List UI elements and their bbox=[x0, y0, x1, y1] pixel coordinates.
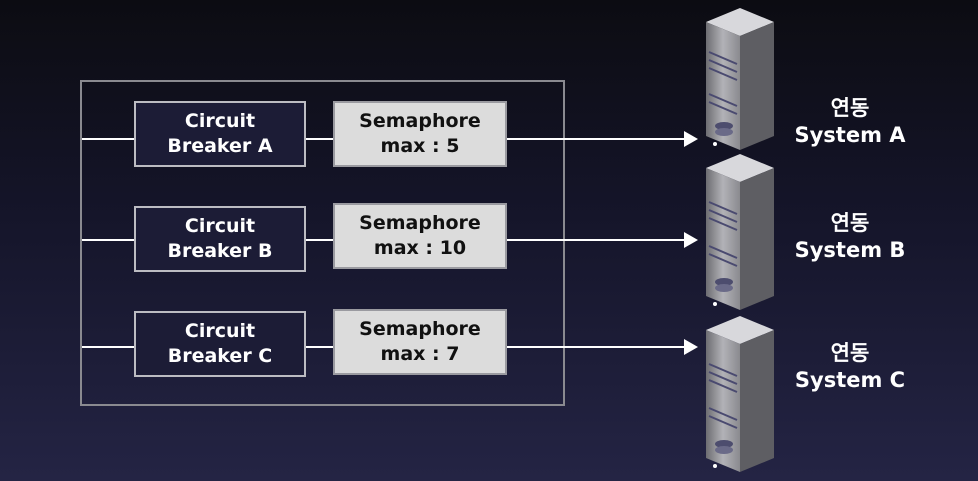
circuit-breaker-a-line1: Circuit bbox=[184, 110, 256, 132]
arrowhead-a bbox=[684, 131, 698, 147]
circuit-breaker-b: Circuit Breaker B bbox=[134, 206, 306, 272]
input-line-a bbox=[82, 138, 135, 140]
semaphore-a-line1: Semaphore bbox=[359, 110, 481, 132]
system-label-a-line2: System A bbox=[794, 123, 906, 147]
input-line-c bbox=[82, 346, 135, 348]
semaphore-c-line2: max : 7 bbox=[380, 343, 460, 365]
system-label-b-line1: 연동 bbox=[830, 211, 870, 235]
semaphore-b-line2: max : 10 bbox=[373, 237, 467, 259]
circuit-breaker-a: Circuit Breaker A bbox=[134, 101, 306, 167]
circuit-breaker-b-line2: Breaker B bbox=[167, 240, 273, 262]
system-label-c: 연동 System C bbox=[775, 340, 925, 394]
cb-to-semaphore-line-b bbox=[306, 239, 334, 241]
connector-line-c bbox=[507, 346, 685, 348]
semaphore-a-line2: max : 5 bbox=[380, 135, 460, 157]
connector-line-a bbox=[507, 138, 685, 140]
server-tower-icon-b bbox=[706, 154, 774, 310]
connector-line-b bbox=[507, 239, 685, 241]
system-boundary-frame bbox=[80, 80, 565, 406]
system-label-c-line1: 연동 bbox=[830, 341, 870, 365]
input-line-b bbox=[82, 239, 135, 241]
circuit-breaker-b-line1: Circuit bbox=[184, 215, 256, 237]
cb-to-semaphore-line-a bbox=[306, 138, 334, 140]
server-tower-icon-c bbox=[706, 316, 774, 472]
arrowhead-b bbox=[684, 232, 698, 248]
system-label-a: 연동 System A bbox=[775, 95, 925, 149]
cb-to-semaphore-line-c bbox=[306, 346, 334, 348]
circuit-breaker-a-line2: Breaker A bbox=[167, 135, 273, 157]
server-tower-icon-a bbox=[706, 8, 774, 150]
circuit-breaker-c-line1: Circuit bbox=[184, 320, 256, 342]
semaphore-b-line1: Semaphore bbox=[359, 212, 481, 234]
semaphore-b: Semaphore max : 10 bbox=[333, 203, 507, 269]
system-label-c-line2: System C bbox=[794, 368, 906, 392]
system-label-b-line2: System B bbox=[794, 238, 906, 262]
arrowhead-c bbox=[684, 339, 698, 355]
circuit-breaker-c-line2: Breaker C bbox=[167, 345, 273, 367]
semaphore-a: Semaphore max : 5 bbox=[333, 101, 507, 167]
circuit-breaker-c: Circuit Breaker C bbox=[134, 311, 306, 377]
semaphore-c: Semaphore max : 7 bbox=[333, 309, 507, 375]
system-label-b: 연동 System B bbox=[775, 210, 925, 264]
system-label-a-line1: 연동 bbox=[830, 96, 870, 120]
semaphore-c-line1: Semaphore bbox=[359, 318, 481, 340]
